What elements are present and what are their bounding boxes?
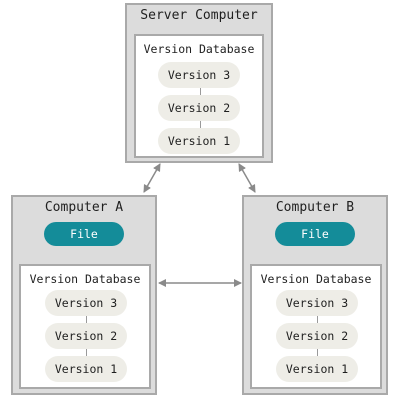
server-computer-b-arrow [238, 163, 256, 193]
server-database-title: Version Database [143, 42, 255, 56]
computer-a-version-3: Version 3 [45, 290, 127, 316]
computer-a-file: File [44, 222, 124, 246]
computer-b-version-database: Version Database Version 3 Version 2 Ver… [250, 264, 382, 389]
server-computer-a-arrow [143, 163, 161, 193]
computer-b-file: File [275, 222, 355, 246]
computer-b-version-2: Version 2 [276, 323, 358, 349]
server-computer-box: Server Computer Version Database Version… [125, 3, 273, 163]
server-version-2: Version 2 [158, 95, 240, 121]
server-computer-title: Server Computer [140, 8, 258, 23]
computer-b-database-title: Version Database [260, 272, 372, 286]
computer-a-version-database: Version Database Version 3 Version 2 Ver… [19, 264, 151, 389]
server-version-1: Version 1 [158, 128, 240, 154]
computer-b-title: Computer B [275, 200, 355, 215]
computer-a-database-title: Version Database [29, 272, 141, 286]
server-version-database: Version Database Version 3 Version 2 Ver… [134, 34, 264, 158]
computer-a-box: Computer A File Version Database Version… [11, 195, 157, 395]
computer-a-version-1: Version 1 [45, 356, 127, 382]
computer-b-box: Computer B File Version Database Version… [242, 195, 388, 395]
computer-a-title: Computer A [44, 200, 124, 215]
computer-b-version-1: Version 1 [276, 356, 358, 382]
computer-a-version-2: Version 2 [45, 323, 127, 349]
server-version-3: Version 3 [158, 62, 240, 88]
computer-b-version-3: Version 3 [276, 290, 358, 316]
